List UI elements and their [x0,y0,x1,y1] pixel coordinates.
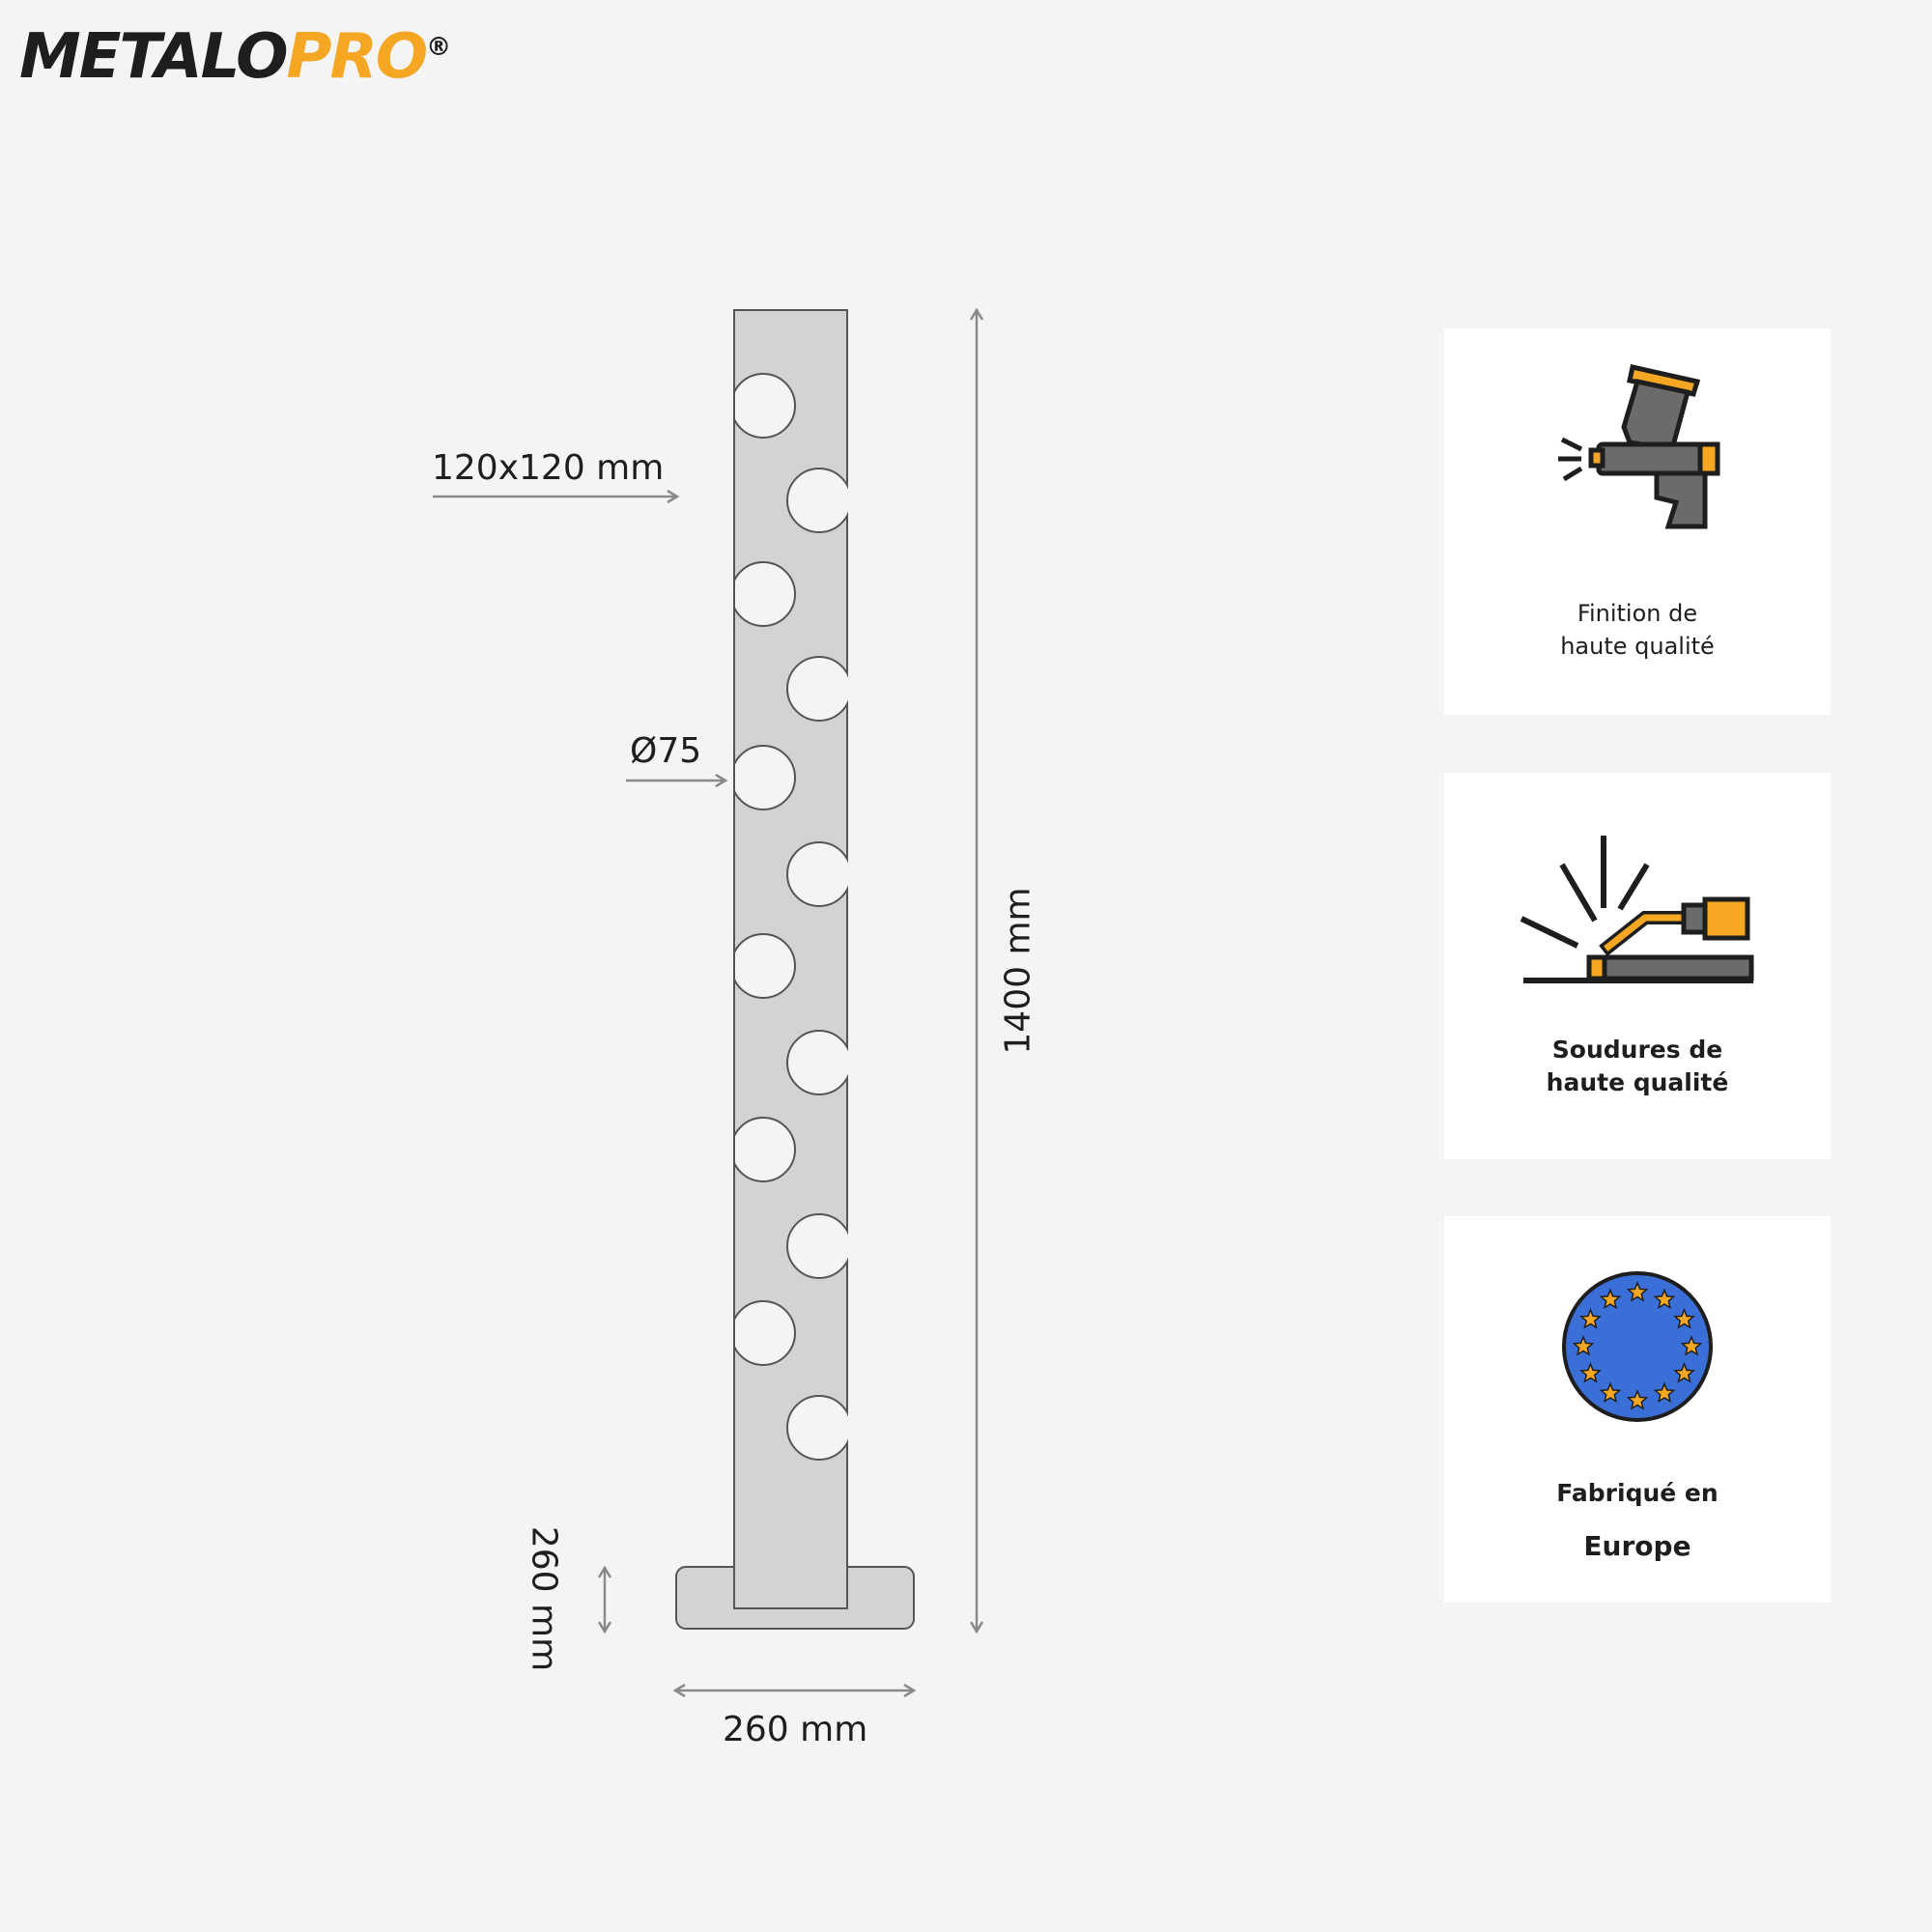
hole-right-3 [786,841,852,907]
spray-gun-icon [1558,364,1720,529]
hole-right-1 [786,468,852,533]
hole-left-4 [730,933,796,999]
hole-left-3 [730,745,796,810]
eu-star-icon [1579,1308,1602,1329]
eu-star-icon [1680,1335,1703,1356]
hole-left-2 [730,561,796,627]
eu-flag-icon [1562,1271,1713,1422]
hole-left-1 [730,373,796,439]
feature-finish-line2: haute qualité [1560,633,1715,660]
registered-mark: ® [426,33,451,62]
section-size-label: 120x120 mm [432,448,665,488]
feature-finish-line1: Finition de [1577,600,1698,627]
eu-star-icon [1653,1288,1676,1310]
hole-left-6 [730,1300,796,1366]
eu-star-icon [1673,1362,1695,1383]
eu-star-icon [1599,1288,1622,1310]
brand-logo-part1: METALO [19,21,289,93]
feature-finish-text: Finition de haute qualité [1444,597,1831,663]
eu-star-icon [1626,1281,1649,1302]
eu-star-icon [1626,1389,1649,1410]
feature-welding-line2: haute qualité [1546,1068,1729,1096]
hole-right-2 [786,656,852,722]
welding-torch-icon [1520,836,1754,983]
eu-star-icon [1579,1362,1602,1383]
feature-europe-line1: Fabriqué en [1556,1479,1719,1507]
feature-welding-line1: Soudures de [1551,1036,1723,1064]
height-label: 1400 mm [998,887,1038,1055]
post-holes [730,373,852,1461]
feature-europe-line2: Europe [1583,1530,1691,1562]
base-width-label: 260 mm [723,1710,868,1749]
eu-star-icon [1673,1308,1695,1329]
hole-diameter-label: Ø75 [630,731,702,771]
feature-welding-text: Soudures de haute qualité [1444,1034,1831,1099]
base-height-label: 260 mm [524,1525,564,1672]
brand-logo-part2: PRO [286,21,429,93]
hole-right-6 [786,1395,852,1461]
feature-card-welding: Soudures de haute qualité [1444,773,1831,1159]
eu-star-icon [1572,1335,1595,1356]
eu-star-icon [1599,1381,1622,1404]
brand-logo: METALOPRO® [19,21,451,93]
hole-left-5 [730,1117,796,1182]
hole-right-4 [786,1030,852,1095]
hole-right-5 [786,1213,852,1279]
eu-star-icon [1653,1381,1676,1404]
feature-card-finish: Finition de haute qualité [1444,328,1831,715]
feature-card-europe: Fabriqué en Europe [1444,1216,1831,1603]
